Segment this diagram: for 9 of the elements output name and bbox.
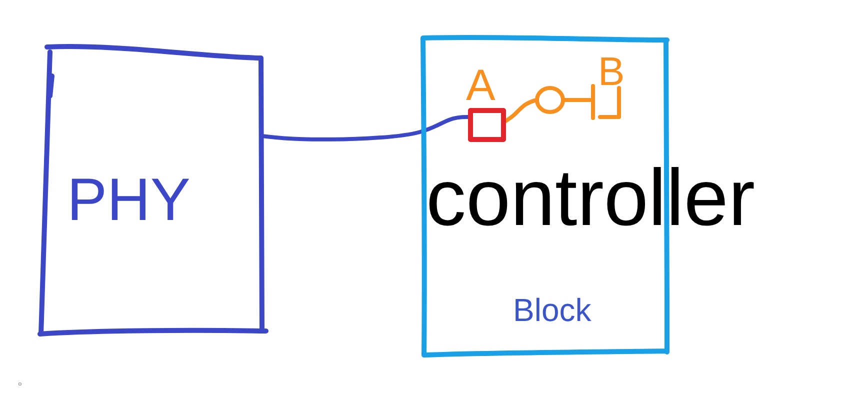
module-caption: Block bbox=[513, 294, 592, 326]
punctuation-mark: 。 bbox=[17, 372, 31, 386]
bracket-symbol bbox=[590, 84, 622, 120]
port-label: A bbox=[466, 64, 496, 108]
port-label: B bbox=[598, 52, 625, 92]
circle-symbol bbox=[535, 86, 565, 114]
port-square bbox=[468, 108, 506, 142]
module-label: PHY bbox=[67, 170, 190, 230]
module-box bbox=[36, 44, 270, 336]
